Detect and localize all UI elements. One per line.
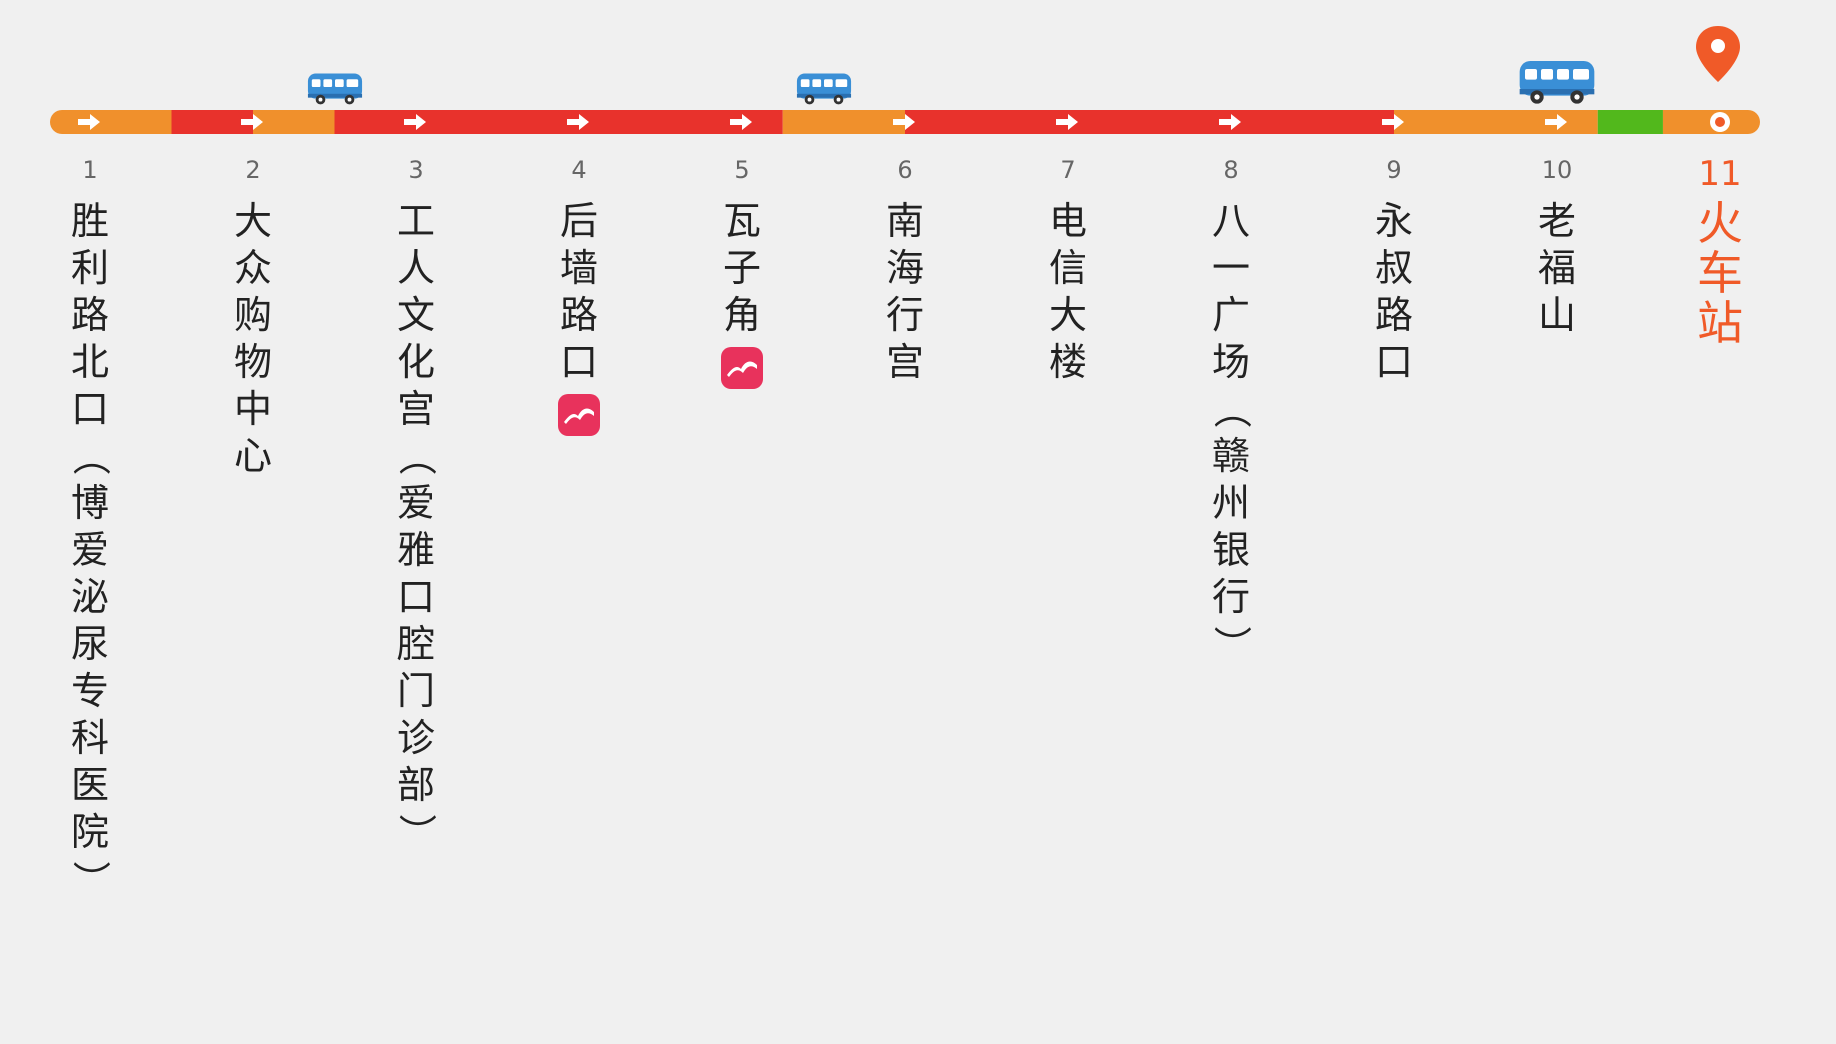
- bus-icon[interactable]: [306, 70, 364, 106]
- arrow-right-icon: [1382, 114, 1404, 130]
- stop-name[interactable]: 八一广场（赣州银行）: [1209, 199, 1254, 664]
- stop-number: 1: [82, 156, 98, 184]
- metro-icon: [558, 394, 600, 436]
- stop-name[interactable]: 大众购物中心: [233, 199, 272, 478]
- stop-number: 10: [1541, 156, 1573, 184]
- arrow-right-icon: [1545, 114, 1567, 130]
- traffic-segment-slow: [50, 110, 172, 134]
- traffic-segment-congested: [334, 110, 783, 134]
- stop-number: 4: [571, 156, 587, 184]
- bus-icon[interactable]: [1517, 56, 1597, 106]
- arrow-right-icon: [1056, 114, 1078, 130]
- traffic-segment-congested: [171, 110, 253, 134]
- stop-number: 3: [408, 156, 424, 184]
- stop-name[interactable]: 胜利路北口（博爱泌尿专科医院）: [68, 199, 113, 899]
- stop-name[interactable]: 工人文化宫（爱雅口腔门诊部）: [394, 199, 439, 852]
- bus-icon[interactable]: [795, 70, 853, 106]
- stop-name[interactable]: 后墙路口: [559, 199, 598, 384]
- traffic-segment-slow: [782, 110, 905, 134]
- traffic-segment-smooth: [1597, 110, 1663, 134]
- stop-name[interactable]: 电信大楼: [1048, 199, 1087, 384]
- traffic-segment-congested: [905, 110, 1394, 134]
- stop-name[interactable]: 瓦子角: [722, 199, 761, 337]
- stop-name[interactable]: 老福山: [1537, 199, 1576, 337]
- arrow-right-icon: [893, 114, 915, 130]
- stop-number: 5: [734, 156, 750, 184]
- stop-number: 9: [1386, 156, 1402, 184]
- stop-name[interactable]: 南海行宫: [885, 199, 924, 384]
- arrow-right-icon: [730, 114, 752, 130]
- metro-icon: [721, 347, 763, 389]
- arrow-right-icon: [567, 114, 589, 130]
- stop-number: 2: [245, 156, 261, 184]
- stop-number: 6: [897, 156, 913, 184]
- arrow-right-icon: [1219, 114, 1241, 130]
- traffic-segment-slow: [253, 110, 335, 134]
- arrow-right-icon: [404, 114, 426, 130]
- route-line: [50, 110, 1760, 134]
- stop-name[interactable]: 永叔路口: [1374, 199, 1413, 384]
- stop-number: 11: [1698, 154, 1742, 194]
- stop-number: 7: [1060, 156, 1076, 184]
- current-stop-dot-inner: [1715, 117, 1725, 127]
- stop-number: 8: [1223, 156, 1239, 184]
- arrow-right-icon: [78, 114, 100, 130]
- traffic-segment-slow: [1394, 110, 1598, 134]
- location-pin-icon: [1696, 26, 1740, 82]
- arrow-right-icon: [241, 114, 263, 130]
- stop-name[interactable]: 火车站: [1697, 196, 1743, 350]
